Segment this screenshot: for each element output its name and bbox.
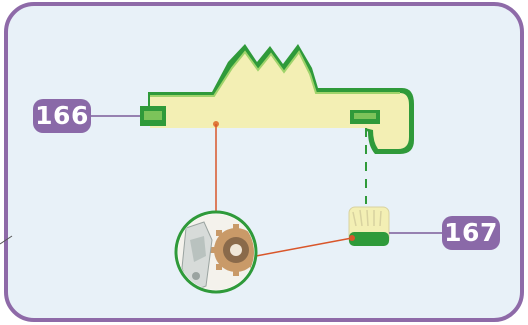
part-167-bushing (348, 206, 390, 246)
part-166-lever (140, 44, 414, 154)
zoom-leader-diagonal (255, 237, 353, 257)
part-label-166: 166 (33, 99, 91, 133)
part-label-167: 167 (442, 216, 500, 250)
panel-frame (4, 2, 524, 322)
edge-stub-line (0, 235, 13, 245)
detail-zoom-circle (174, 210, 258, 294)
